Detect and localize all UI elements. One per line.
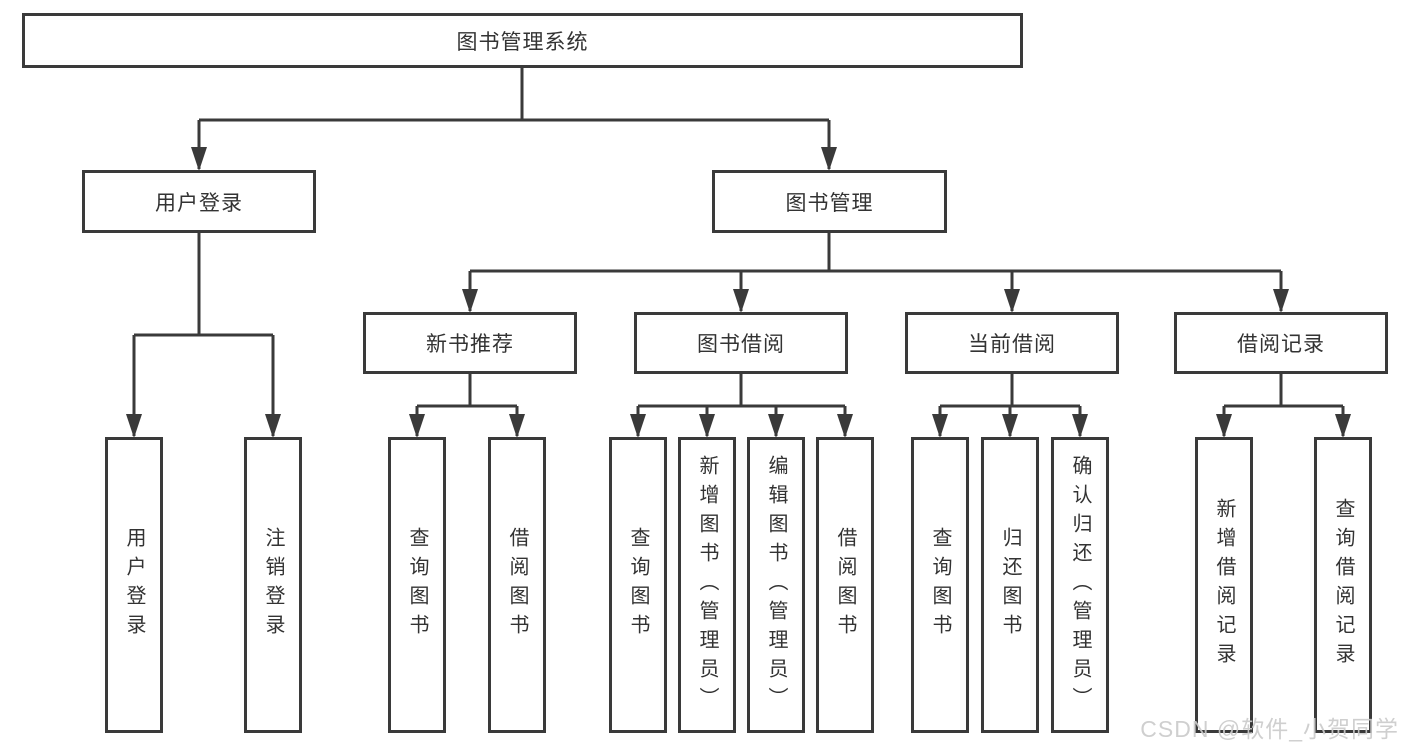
node-label: 查询借阅记录	[1332, 498, 1354, 672]
node-label: 图书管理系统	[456, 30, 589, 54]
node-label: 图书借阅	[697, 333, 785, 356]
csdn-watermark: CSDN @软件_小贺同学	[1140, 716, 1399, 742]
node-label: 查询图书	[406, 527, 428, 643]
node-label: 图书管理	[785, 191, 874, 215]
node-label: 归还图书	[999, 527, 1021, 643]
node-label: 借阅记录	[1237, 333, 1325, 356]
leaf-edit-books-admin: 编辑图书（管理员）	[747, 437, 805, 733]
node-current-borrowing: 当前借阅	[905, 312, 1119, 374]
node-book-borrowing: 图书借阅	[634, 312, 848, 374]
leaf-confirm-return-admin: 确认归还（管理员）	[1051, 437, 1109, 733]
node-label: 当前借阅	[968, 333, 1056, 356]
node-label: 用户登录	[155, 191, 243, 215]
node-book-management: 图书管理	[712, 170, 947, 233]
node-label: 新增借阅记录	[1213, 498, 1235, 672]
node-label: 借阅图书	[506, 527, 528, 643]
leaf-borrow-books-borrowing: 借阅图书	[816, 437, 874, 733]
node-label: 新书推荐	[426, 333, 514, 356]
leaf-query-borrow-record: 查询借阅记录	[1314, 437, 1372, 733]
leaf-query-books-recommend: 查询图书	[388, 437, 446, 733]
node-label: 编辑图书（管理员）	[765, 454, 787, 716]
node-label: 注销登录	[262, 527, 284, 643]
leaf-user-login: 用户登录	[105, 437, 163, 733]
node-label: 查询图书	[929, 527, 951, 643]
node-label: 确认归还（管理员）	[1069, 454, 1091, 716]
node-user-login: 用户登录	[82, 170, 316, 233]
leaf-borrow-books-recommend: 借阅图书	[488, 437, 546, 733]
node-borrowing-records: 借阅记录	[1174, 312, 1388, 374]
leaf-logout-login: 注销登录	[244, 437, 302, 733]
leaf-add-borrow-record: 新增借阅记录	[1195, 437, 1253, 733]
leaf-query-books-current: 查询图书	[911, 437, 969, 733]
node-label: 查询图书	[627, 527, 649, 643]
leaf-return-books: 归还图书	[981, 437, 1039, 733]
node-library-management-system: 图书管理系统	[22, 13, 1023, 68]
node-label: 新增图书（管理员）	[696, 454, 718, 716]
node-label: 用户登录	[123, 527, 145, 643]
node-new-book-recommendation: 新书推荐	[363, 312, 577, 374]
leaf-add-books-admin: 新增图书（管理员）	[678, 437, 736, 733]
node-label: 借阅图书	[834, 527, 856, 643]
leaf-query-books-borrowing: 查询图书	[609, 437, 667, 733]
